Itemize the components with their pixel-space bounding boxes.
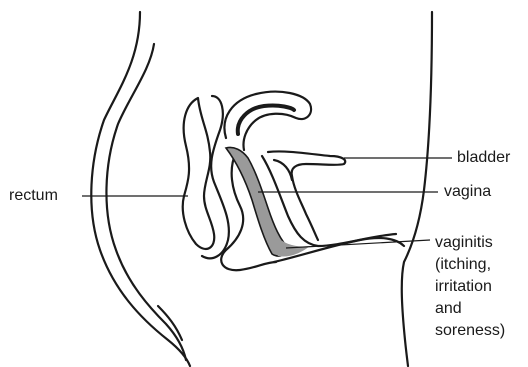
vaginitis-detail-line: soreness) xyxy=(435,320,505,342)
urethra xyxy=(262,156,396,246)
vaginitis-detail-line: and xyxy=(435,298,505,320)
uterus-outline xyxy=(224,92,311,150)
vaginitis-label: vaginitis (itching, irritation and soren… xyxy=(435,232,505,342)
vaginitis-detail-line: (itching, xyxy=(435,254,505,276)
bladder-label: bladder xyxy=(457,146,510,169)
rectum-label: rectum xyxy=(9,184,58,207)
uterus-cavity xyxy=(238,105,294,134)
vaginitis-title: vaginitis xyxy=(435,232,505,254)
bladder-inner xyxy=(274,160,292,180)
vaginitis-detail-line: irritation xyxy=(435,276,505,298)
body-outline-front xyxy=(402,12,432,366)
vagina-label: vagina xyxy=(444,180,491,203)
rectum-outline-outer xyxy=(183,98,215,249)
